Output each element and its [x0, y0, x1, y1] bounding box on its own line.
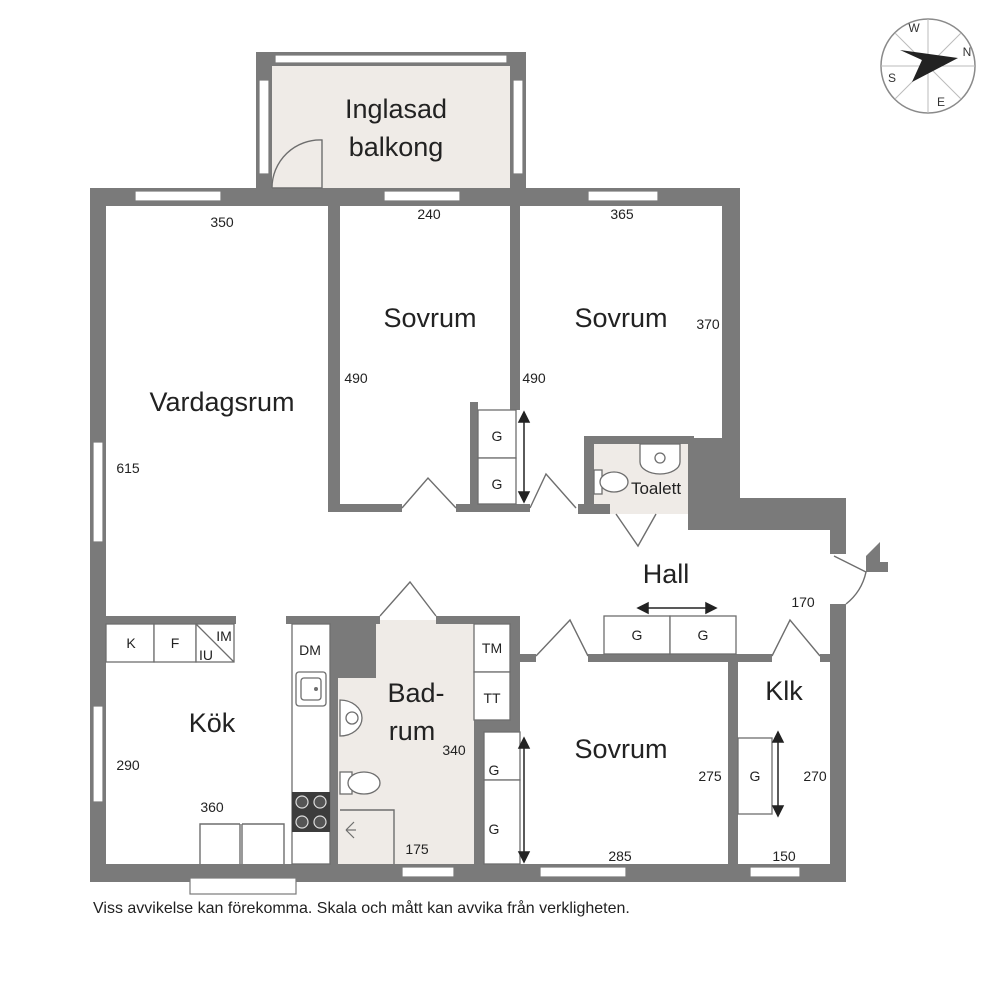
dim-klk-width: 150	[772, 848, 796, 864]
balcony-walls	[256, 52, 526, 188]
compass-n: N	[963, 45, 972, 59]
kitchen-im-label: IM	[216, 628, 232, 644]
compass-needle-icon	[900, 50, 958, 82]
bathroom-label-2: rum	[389, 716, 436, 746]
bedroom2-label: Sovrum	[574, 303, 667, 333]
compass-w: W	[908, 21, 920, 35]
dim-kitchen-width: 360	[200, 799, 224, 815]
kitchen-f-label: F	[171, 635, 180, 651]
toilet-label: Toalett	[631, 479, 681, 498]
compass-e: E	[937, 95, 945, 109]
closet-label: Klk	[765, 676, 803, 706]
compass-s: S	[888, 71, 896, 85]
balcony-floor	[272, 66, 510, 188]
wardrobe-label: G	[698, 627, 709, 643]
hall-label: Hall	[643, 559, 690, 589]
kitchen-fixtures	[105, 623, 331, 865]
bathroom-label: Bad-	[387, 678, 444, 708]
disclaimer-text: Viss avvikelse kan förekomma. Skala och …	[93, 900, 630, 917]
bedroom3-label: Sovrum	[574, 734, 667, 764]
dim-bed1-depth: 490	[344, 370, 368, 386]
kitchen-iu-label: IU	[199, 647, 213, 663]
dim-bed2-width: 365	[610, 206, 634, 222]
balcony-label-2: balkong	[349, 132, 444, 162]
wardrobe-label: G	[489, 762, 500, 778]
dim-hall: 170	[791, 594, 815, 610]
dim-bed3-depth: 275	[698, 768, 722, 784]
kitchen-k-label: K	[126, 635, 136, 651]
wardrobe-label: G	[750, 768, 761, 784]
dim-bath-width: 175	[405, 841, 429, 857]
dim-bed3-width: 285	[608, 848, 632, 864]
wardrobe-label: G	[632, 627, 643, 643]
wardrobe-label: G	[489, 821, 500, 837]
kitchen-dm-label: DM	[299, 642, 321, 658]
bath-tt-label: TT	[483, 690, 501, 706]
wardrobe-label: G	[492, 428, 503, 444]
compass: N E S W	[880, 18, 976, 114]
bath-tm-label: TM	[482, 640, 502, 656]
toilet-fixtures	[593, 443, 681, 495]
doors	[189, 139, 867, 895]
dim-living-width: 350	[210, 214, 234, 230]
living-room-label: Vardagsrum	[149, 387, 294, 417]
kitchen-label: Kök	[189, 708, 236, 738]
wardrobe-label: G	[492, 476, 503, 492]
bedroom1-label: Sovrum	[383, 303, 476, 333]
dim-bath-depth: 340	[442, 742, 466, 758]
dim-living-depth: 615	[116, 460, 140, 476]
wardrobes	[477, 409, 773, 865]
wardrobe-arrows	[517, 410, 785, 864]
windows	[92, 190, 801, 878]
dim-kitchen-depth: 290	[116, 757, 140, 773]
dim-bed1-width: 240	[417, 206, 441, 222]
dim-bed2-depth-left: 490	[522, 370, 546, 386]
outer-walls	[90, 188, 888, 882]
balcony-label: Inglasad	[345, 94, 447, 124]
bathroom-fixtures	[339, 623, 511, 864]
dim-bed2-depth-right: 370	[696, 316, 720, 332]
dim-klk-depth: 270	[803, 768, 827, 784]
